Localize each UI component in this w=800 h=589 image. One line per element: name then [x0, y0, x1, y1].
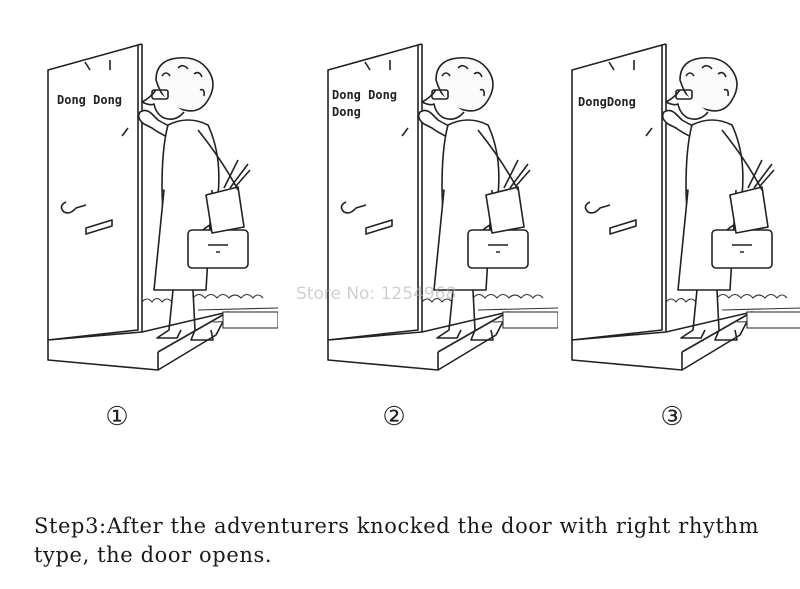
- door-scene-illustration-1: [47, 43, 278, 371]
- door-scene-illustration-3: [571, 43, 800, 371]
- door-sound-text: DongDong: [578, 95, 636, 109]
- step-number-1: ①: [105, 402, 129, 432]
- step-caption: Step3:After the adventurers knocked the …: [34, 514, 760, 567]
- step-number-2: ②: [382, 402, 406, 432]
- store-watermark: Store No: 1254968: [296, 284, 457, 304]
- panel-2: Dong Dong Dong: [318, 30, 558, 375]
- step-number-3: ③: [660, 402, 684, 432]
- door-sound-text: Dong Dong: [57, 93, 123, 107]
- door-scene-illustration-2: [327, 43, 558, 371]
- panel-3: DongDong: [562, 30, 800, 375]
- panel-1: Dong Dong: [38, 30, 278, 375]
- door-sound-text: Dong Dong Dong: [332, 88, 398, 119]
